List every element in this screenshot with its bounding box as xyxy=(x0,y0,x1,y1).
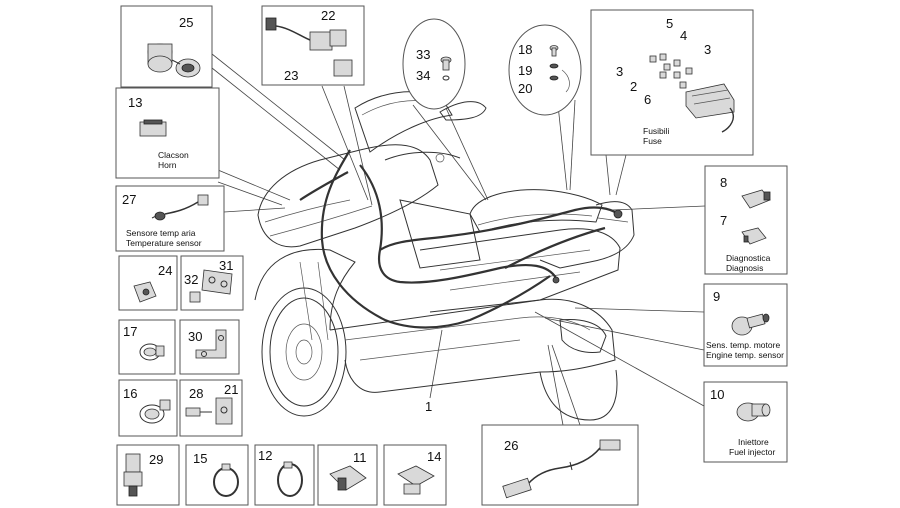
harness-26-drawing xyxy=(502,439,621,499)
caption-injector-it: Iniettore xyxy=(738,437,769,447)
part-box-9: 9 Sens. temp. motore Engine temp. sensor xyxy=(703,283,788,367)
callout-29: 29 xyxy=(149,452,163,467)
screw-33-drawing xyxy=(440,56,452,81)
callout-21: 21 xyxy=(224,382,238,397)
callout-14: 14 xyxy=(427,449,441,464)
plate-31-drawing xyxy=(189,269,233,303)
callout-15: 15 xyxy=(193,451,207,466)
part-box-diagnosis: 8 7 Diagnostica Diagnosis xyxy=(704,165,788,275)
callout-20: 20 xyxy=(518,81,532,96)
part-box-27: 27 Sensore temp aria Temperature sensor xyxy=(115,185,225,252)
holder-11-drawing xyxy=(329,465,367,491)
callout-23: 23 xyxy=(284,68,298,83)
injector-drawing xyxy=(736,402,771,422)
part-box-15: 15 xyxy=(185,444,249,506)
callout-28: 28 xyxy=(189,386,203,401)
part-box-31-32: 31 32 xyxy=(180,255,244,311)
callout-4: 4 xyxy=(680,28,687,43)
ignition-lock-drawing xyxy=(147,43,201,78)
caption-diag-it: Diagnostica xyxy=(726,253,771,263)
holder-14-drawing xyxy=(397,465,435,495)
part-box-24: 24 xyxy=(118,255,178,311)
callout-1: 1 xyxy=(425,399,432,414)
caption-temp-air-en: Temperature sensor xyxy=(126,238,202,248)
callout-22: 22 xyxy=(321,8,335,23)
bolt-bracket-drawing xyxy=(185,397,233,425)
connector-7-drawing xyxy=(741,227,767,245)
part-box-14: 14 xyxy=(383,444,447,506)
scooter-illustration xyxy=(254,91,635,421)
callout-30: 30 xyxy=(188,329,202,344)
bolt-18-drawing xyxy=(549,45,570,93)
callout-17: 17 xyxy=(123,324,137,339)
part-box-28-21: 28 21 xyxy=(179,379,243,437)
callout-10: 10 xyxy=(710,387,724,402)
part-box-10: 10 Iniettore Fuel injector xyxy=(703,381,788,463)
part-box-12: 12 xyxy=(254,444,315,506)
part-box-30: 30 xyxy=(179,319,240,375)
wiring-harness xyxy=(299,149,623,329)
part-box-29: 29 xyxy=(116,444,180,506)
part-box-fuses: 5 4 3 3 2 6 Fusibili Fuse xyxy=(590,9,754,156)
callout-33: 33 xyxy=(416,47,430,62)
callout-2: 2 xyxy=(630,79,637,94)
part-box-13: 13 Clacson Horn xyxy=(115,87,220,179)
cable-tie-15-drawing xyxy=(213,463,239,497)
part-box-22-23: 22 23 xyxy=(261,5,365,86)
callout-9: 9 xyxy=(713,289,720,304)
clamp-16-drawing xyxy=(139,399,171,424)
part-circle-18-20: 18 19 20 xyxy=(508,24,582,116)
fuse-set-drawing xyxy=(649,53,693,89)
caption-fuse-en: Fuse xyxy=(643,136,662,146)
callout-31: 31 xyxy=(219,258,233,273)
fuse-box-drawing xyxy=(685,83,735,133)
callout-7: 7 xyxy=(720,213,727,228)
leader-lines xyxy=(211,53,706,426)
callout-5: 5 xyxy=(666,16,673,31)
air-temp-sensor-drawing xyxy=(151,194,209,221)
callout-18: 18 xyxy=(518,42,532,57)
horn-drawing xyxy=(139,119,167,137)
engine-temp-sensor-drawing xyxy=(731,313,770,336)
cable-tie-12-drawing xyxy=(277,461,303,497)
callout-16: 16 xyxy=(123,386,137,401)
clip-24-drawing xyxy=(133,281,157,303)
part-box-11: 11 xyxy=(317,444,378,506)
part-box-26: 26 xyxy=(481,424,639,506)
caption-engine-temp-en: Engine temp. sensor xyxy=(706,350,784,360)
callout-3b: 3 xyxy=(704,42,711,57)
callout-13: 13 xyxy=(128,95,142,110)
caption-diag-en: Diagnosis xyxy=(726,263,763,273)
callout-12: 12 xyxy=(258,448,272,463)
callout-3a: 3 xyxy=(616,64,623,79)
callout-6: 6 xyxy=(644,92,651,107)
bracket-30-drawing xyxy=(195,329,227,359)
callout-19: 19 xyxy=(518,63,532,78)
callout-27: 27 xyxy=(122,192,136,207)
part-box-17: 17 xyxy=(118,319,176,375)
connector-8-drawing xyxy=(741,189,771,209)
callout-24: 24 xyxy=(158,263,172,278)
callout-8: 8 xyxy=(720,175,727,190)
clamp-17-drawing xyxy=(139,343,165,361)
caption-injector-en: Fuel injector xyxy=(729,447,775,457)
caption-temp-air-it: Sensore temp aria xyxy=(126,228,196,238)
part-circle-33-34: 33 34 xyxy=(402,18,466,110)
caption-horn-it: Clacson xyxy=(158,150,189,160)
callout-32: 32 xyxy=(184,272,198,287)
callout-34: 34 xyxy=(416,68,430,83)
caption-horn-en: Horn xyxy=(158,160,177,170)
relay-drawing xyxy=(265,17,353,77)
callout-26: 26 xyxy=(504,438,518,453)
callout-11: 11 xyxy=(353,450,367,465)
part-box-25: 25 xyxy=(120,5,213,88)
connector-29-drawing xyxy=(123,453,143,497)
part-box-16: 16 xyxy=(118,379,178,437)
caption-fuse-it: Fusibili xyxy=(643,126,670,136)
callout-25: 25 xyxy=(179,15,193,30)
caption-engine-temp-it: Sens. temp. motore xyxy=(706,340,780,350)
